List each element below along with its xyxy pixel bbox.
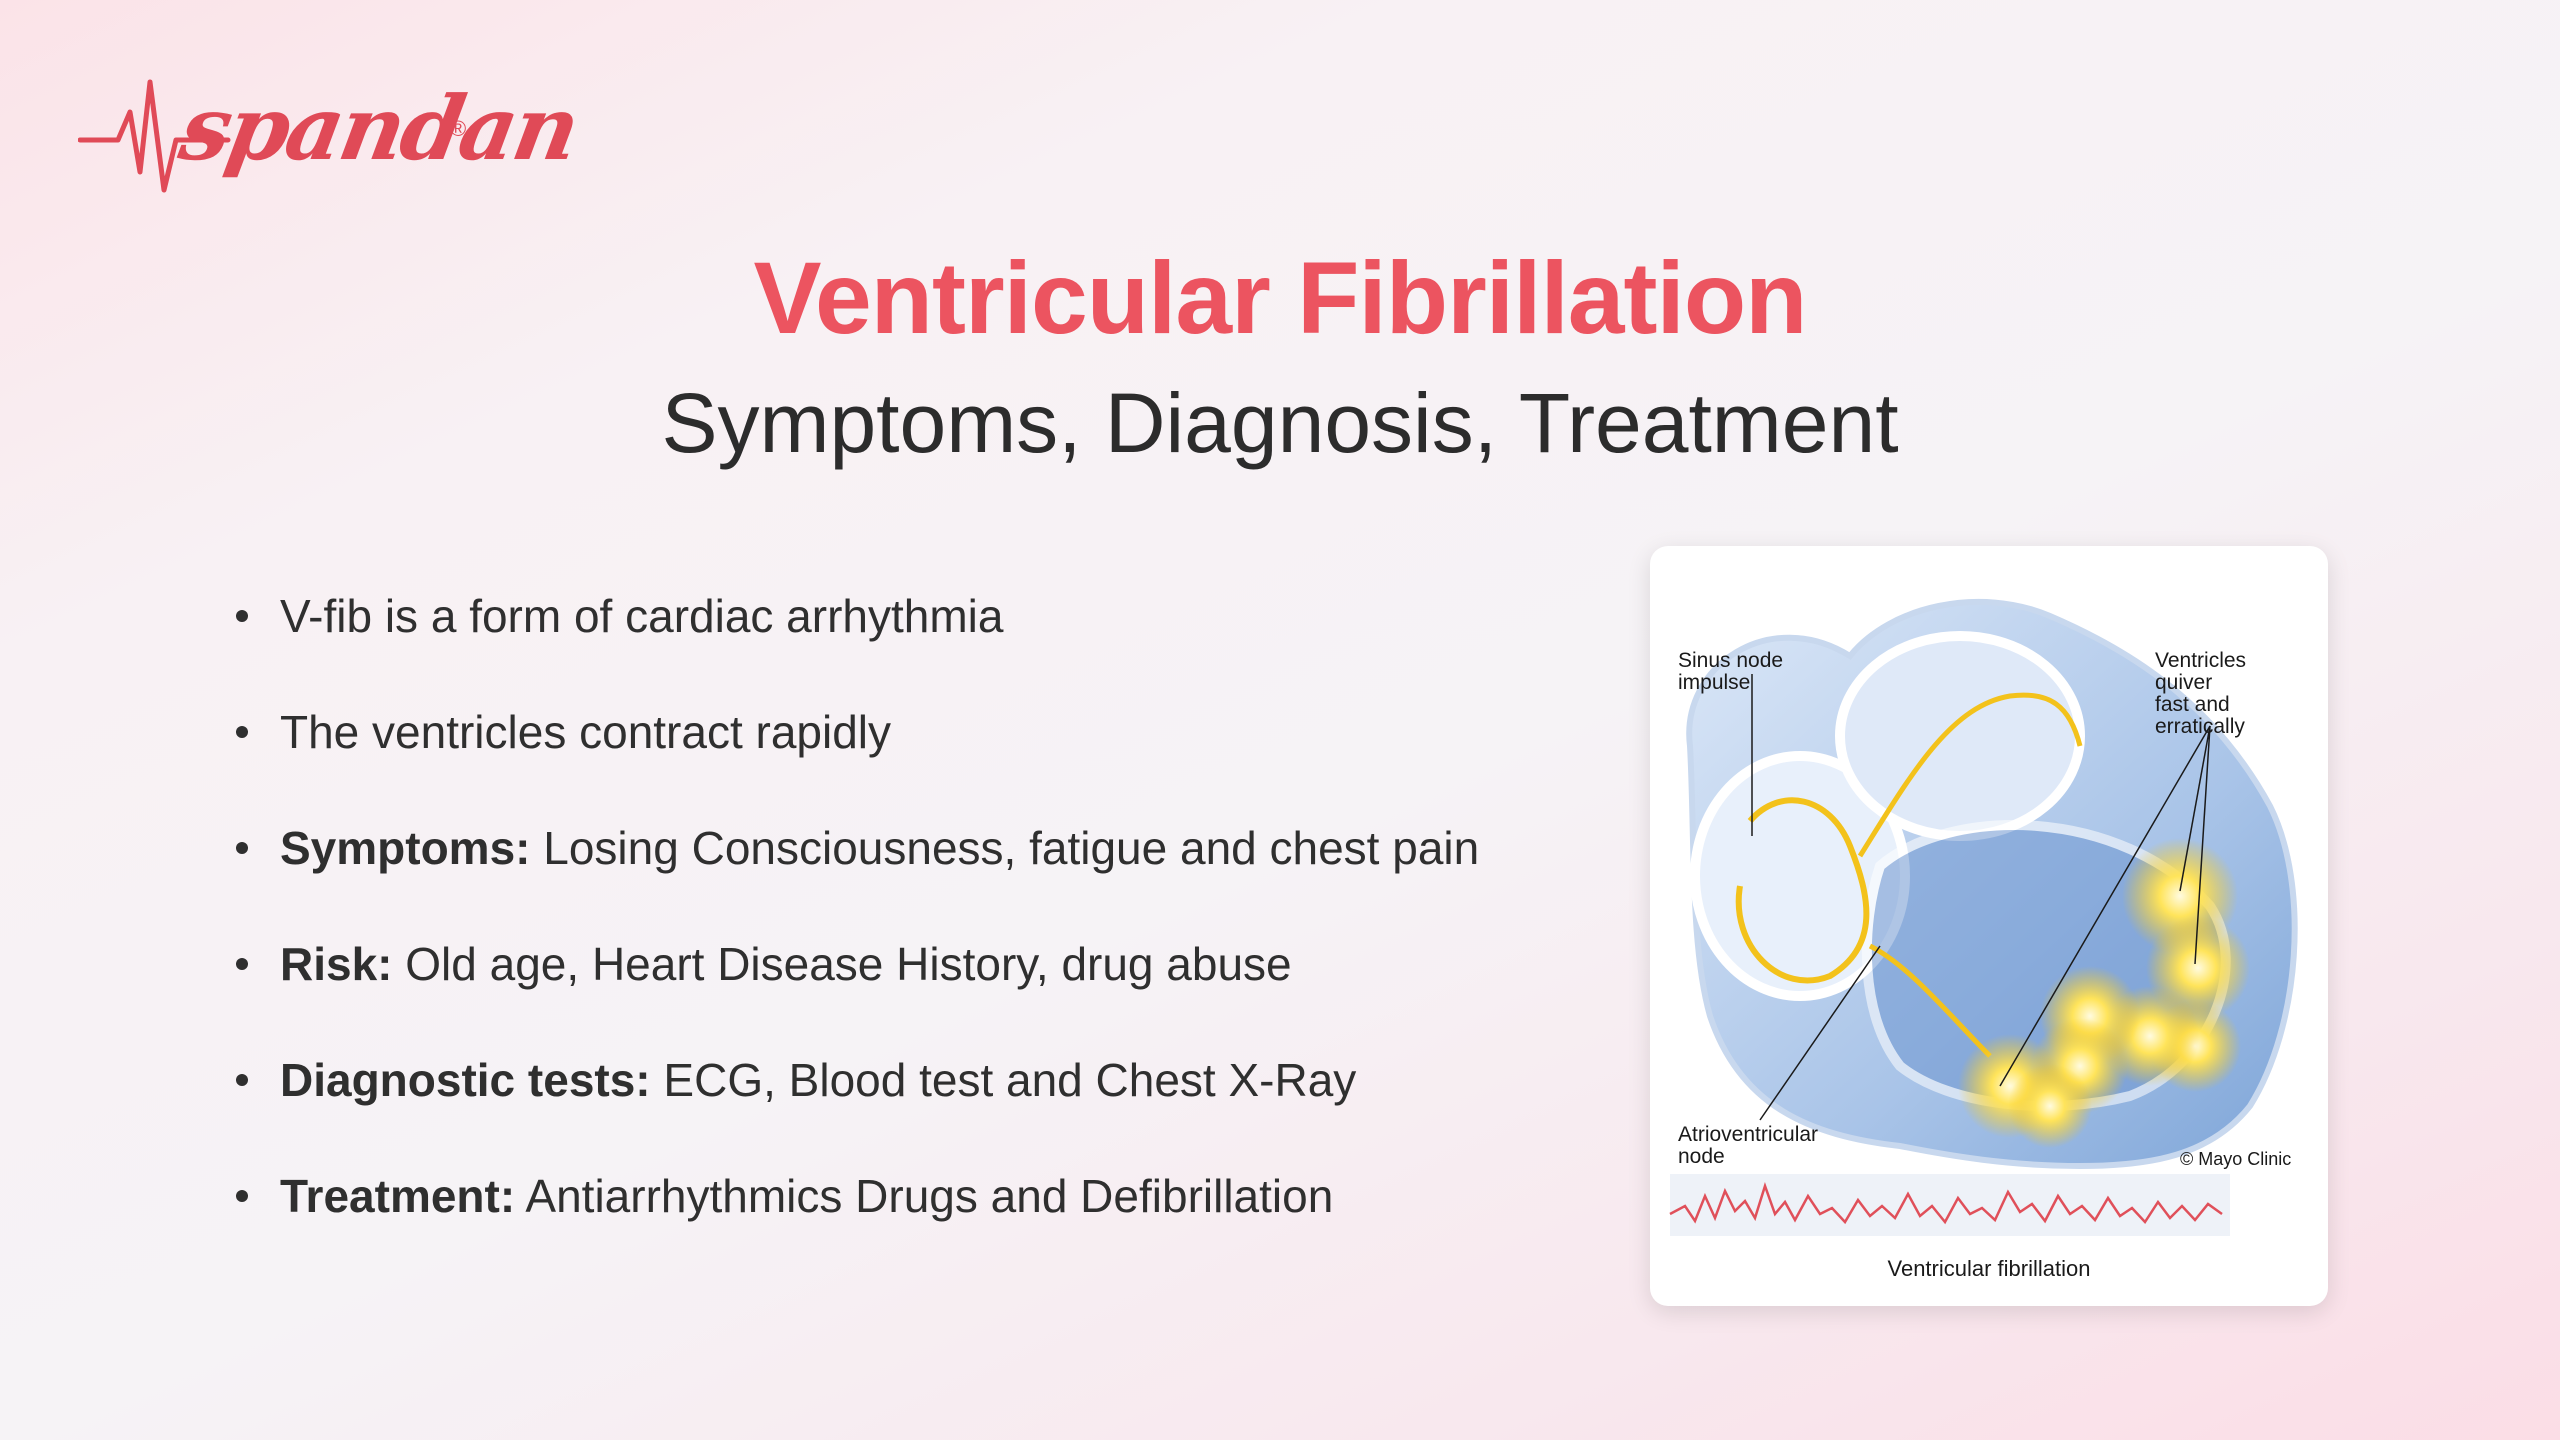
- pointer-line: [2179, 725, 2211, 892]
- spandan-logo: spandan ®: [78, 72, 585, 202]
- heartbeat-wave-icon: [78, 79, 231, 193]
- fibrillation-bursts: [1958, 838, 2250, 1148]
- label-av-node: Atrioventricular node: [1678, 1123, 1819, 1168]
- registered-mark: ®: [450, 116, 467, 141]
- conduction-path: [1868, 943, 1992, 1058]
- bullet-item: The ventricles contract rapidly: [232, 696, 1612, 812]
- conduction-path: [1857, 692, 2083, 858]
- bullet-label: Risk:: [280, 938, 393, 990]
- bullet-dot-icon: [236, 1190, 248, 1202]
- bullet-text: V-fib is a form of cardiac arrhythmia: [280, 590, 1004, 642]
- bullet-list: V-fib is a form of cardiac arrhythmia Th…: [232, 580, 1612, 1276]
- heart-illustration-card: Sinus node impulse Ventricles quiver fas…: [1650, 546, 2328, 1306]
- heart-illustration: [1669, 598, 2298, 1236]
- bullet-label: Treatment:: [280, 1170, 516, 1222]
- bullet-text: The ventricles contract rapidly: [280, 706, 892, 758]
- pointer-line: [1759, 945, 1881, 1121]
- pointer-line: [1999, 725, 2211, 1087]
- bullet-dot-icon: [236, 1074, 248, 1086]
- bullet-dot-icon: [236, 610, 248, 622]
- image-credit: © Mayo Clinic: [2180, 1149, 2292, 1169]
- logo-wordmark: spandan: [172, 76, 585, 180]
- pointer-line: [2194, 725, 2211, 965]
- bullet-text: Losing Consciousness, fatigue and chest …: [530, 822, 1480, 874]
- bullet-text: ECG, Blood test and Chest X-Ray: [650, 1054, 1357, 1106]
- bullet-item: Symptoms: Losing Consciousness, fatigue …: [232, 812, 1612, 928]
- bullet-label: Symptoms:: [280, 822, 531, 874]
- bullet-dot-icon: [236, 958, 248, 970]
- left-atrium: [1835, 631, 2085, 841]
- label-sinus-node: Sinus node impulse: [1678, 649, 1784, 694]
- bullet-item: V-fib is a form of cardiac arrhythmia: [232, 580, 1612, 696]
- page-subtitle: Symptoms, Diagnosis, Treatment: [661, 376, 1899, 470]
- ecg-trace: [1669, 1182, 2223, 1225]
- bullet-dot-icon: [236, 842, 248, 854]
- ecg-grid: [1670, 1174, 2230, 1236]
- bullet-label: Diagnostic tests:: [280, 1054, 651, 1106]
- bullet-item: Treatment: Antiarrhythmics Drugs and Def…: [232, 1160, 1612, 1276]
- bullet-item: Diagnostic tests: ECG, Blood test and Ch…: [232, 1044, 1612, 1160]
- label-ventricles: Ventricles quiver fast and erratically: [2155, 649, 2247, 738]
- bullet-text: Old age, Heart Disease History, drug abu…: [392, 938, 1292, 990]
- bullet-text: Antiarrhythmics Drugs and Defibrillation: [515, 1170, 1334, 1222]
- bullet-item: Risk: Old age, Heart Disease History, dr…: [232, 928, 1612, 1044]
- figure-caption: Ventricular fibrillation: [1887, 1256, 2091, 1281]
- conduction-path: [1735, 797, 1870, 984]
- bullet-dot-icon: [236, 726, 248, 738]
- page-title: Ventricular Fibrillation: [753, 241, 1808, 355]
